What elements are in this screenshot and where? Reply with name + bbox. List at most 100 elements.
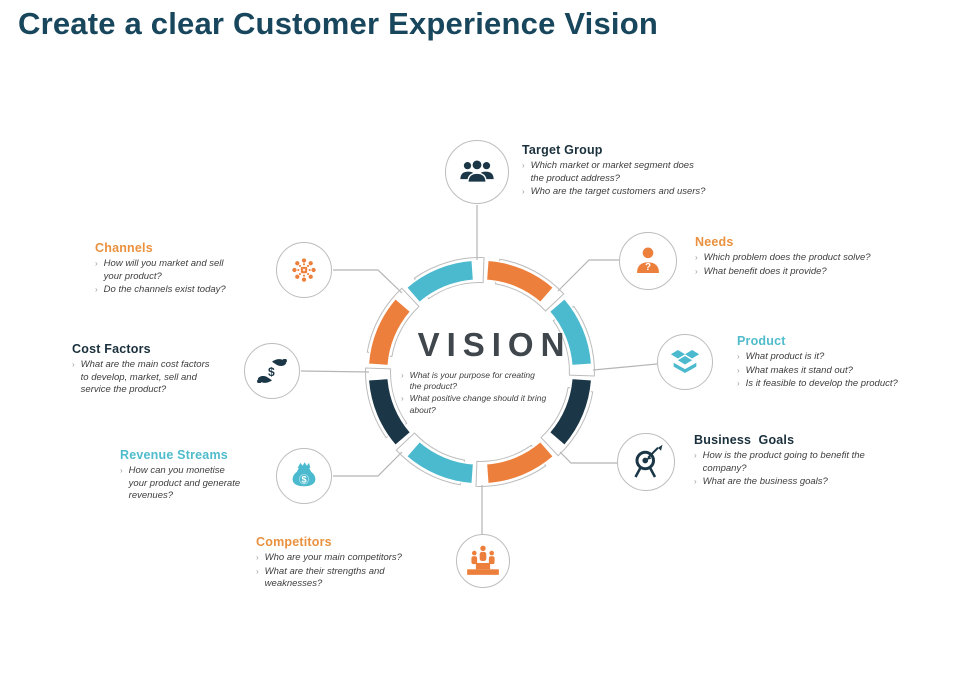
vision-bullet-text: What positive change should it bring abo…	[409, 393, 547, 415]
revenue-streams-text-block: Revenue Streams › How can you monetise yo…	[120, 448, 290, 504]
ring-segment-navy	[367, 377, 412, 447]
ring-segment-orange	[485, 259, 555, 304]
ring-segment-outline	[365, 367, 408, 439]
bullet-item: › Is it feasible to develop the product?	[737, 378, 952, 391]
needs-node: ?	[619, 232, 677, 290]
bullet-marker: ›	[120, 466, 123, 475]
revenue-streams-node: $	[276, 448, 332, 504]
open-box-icon	[670, 349, 700, 373]
ring-segment-orange	[485, 440, 555, 485]
ring-segment-navy	[548, 377, 593, 447]
hands-dollar-icon: $	[257, 358, 287, 384]
podium-people-icon	[467, 545, 499, 575]
vision-bullet: › What is your purpose for creating the …	[401, 370, 589, 392]
bullet-marker: ›	[737, 352, 740, 361]
vision-center-block: VISION › What is your purpose for creati…	[393, 326, 589, 417]
bullet-marker: ›	[694, 451, 697, 460]
business-goals-heading: Business Goals	[694, 433, 795, 447]
ring-segment-outline	[366, 287, 420, 358]
bullet-item: › What benefit does it provide?	[695, 266, 935, 279]
bullet-item: › How can you monetise your product and g…	[120, 465, 290, 503]
bullet-text: What are their strengths and weaknesses?	[264, 565, 385, 590]
competitors-node	[456, 534, 510, 588]
dollar-glyph: $	[268, 365, 275, 379]
bullet-item: › Which market or market segment does the…	[522, 160, 752, 185]
ring-segment-teal	[405, 440, 475, 485]
bullet-marker: ›	[72, 360, 75, 369]
ring-segment-teal	[405, 259, 475, 304]
target-group-heading: Target Group	[522, 143, 603, 157]
page-title: Create a clear Customer Experience Visio…	[18, 6, 658, 41]
bullet-marker: ›	[522, 187, 525, 197]
product-heading: Product	[737, 334, 786, 348]
connector-needs	[557, 259, 619, 292]
channels-text-block: Channels › How will you market and sell y…	[95, 241, 280, 298]
connector-channels	[333, 269, 403, 294]
bullet-item: › Who are your main competitors?	[256, 552, 456, 565]
bullet-text: What benefit does it provide?	[703, 265, 827, 277]
target-group-node	[445, 140, 509, 204]
bullet-text: How is the product going to benefit the …	[702, 450, 865, 474]
bullet-text: What product is it?	[745, 351, 825, 362]
bullet-marker: ›	[695, 266, 698, 276]
ring-segment-outline	[475, 444, 547, 487]
question-glyph: ?	[645, 262, 651, 273]
cost-factors-node: $	[244, 343, 300, 399]
needs-text-block: Needs ›Which problem does the product so…	[695, 235, 935, 279]
bullet-marker: ›	[737, 379, 740, 389]
bullet-item: ›Which problem does the product solve?	[695, 252, 935, 265]
revenue-streams-heading: Revenue Streams	[120, 448, 228, 462]
cost-factors-heading: Cost Factors	[72, 342, 151, 356]
connector-cost-factors	[300, 370, 370, 373]
bullet-marker: ›	[95, 285, 98, 295]
vision-ring	[365, 257, 595, 487]
bullet-item: › What are the main cost factors to devel…	[72, 359, 252, 397]
bullet-marker: ›	[95, 259, 98, 268]
ring-segment-outline	[413, 257, 485, 300]
bullet-marker: ›	[256, 553, 259, 562]
ring-segment-outline	[552, 305, 595, 377]
ring-segment-outline	[540, 386, 594, 457]
bullet-marker: ›	[401, 394, 404, 404]
bullet-item: › What product is it?	[737, 351, 952, 364]
bullet-marker: ›	[401, 371, 404, 380]
bullet-marker: ›	[522, 161, 525, 170]
bullet-text: How can you monetise your product and ge…	[128, 465, 241, 502]
connector-revenue-streams	[333, 451, 403, 477]
vision-bullet: › What positive change should it bring a…	[401, 393, 589, 415]
product-node	[657, 334, 713, 390]
product-text-block: Product › What product is it? › What makes…	[737, 334, 952, 392]
bullet-text: Is it feasible to develop the product?	[745, 378, 898, 390]
ring-segment-teal	[548, 297, 593, 367]
bullet-text: What are the business goals?	[702, 476, 828, 488]
bullet-text: What makes it stand out?	[745, 364, 853, 376]
bullet-text: Which problem does the product solve?	[703, 252, 871, 263]
bullet-item: › What makes it stand out?	[737, 365, 952, 378]
people-group-icon	[460, 159, 494, 183]
cost-factors-text-block: Cost Factors › What are the main cost fac…	[72, 342, 252, 398]
bullet-marker: ›	[737, 365, 740, 375]
bullet-marker: ›	[256, 566, 259, 576]
dollar-glyph: $	[301, 474, 306, 484]
business-goals-node	[617, 433, 675, 491]
bullet-item: › How is the product going to benefit the…	[694, 450, 914, 475]
bullet-item: › Do the channels exist today?	[95, 284, 280, 297]
bullet-text: Which market or market segment does the …	[530, 160, 694, 184]
ring-segment-orange	[367, 297, 412, 367]
bullet-text: What are the main cost factors to develo…	[80, 359, 210, 396]
bullet-text: How will you market and sell your produc…	[103, 258, 224, 282]
network-hub-icon	[292, 258, 316, 282]
business-goals-text-block: Business Goals › How is the product going…	[694, 433, 914, 490]
bullet-text: Who are your main competitors?	[264, 552, 402, 563]
ring-segment-outline	[395, 432, 466, 486]
competitors-text-block: Competitors ›Who are your main competito…	[256, 535, 456, 592]
bullet-item: › What are the business goals?	[694, 476, 914, 489]
channels-heading: Channels	[95, 241, 153, 255]
person-question-icon: ?	[637, 247, 659, 273]
channels-node	[276, 242, 332, 298]
bullet-marker: ›	[694, 477, 697, 487]
bullet-text: Do the channels exist today?	[103, 284, 226, 296]
bullet-item: › What are their strengths and weaknesses…	[256, 566, 456, 591]
connector-product	[592, 363, 658, 371]
